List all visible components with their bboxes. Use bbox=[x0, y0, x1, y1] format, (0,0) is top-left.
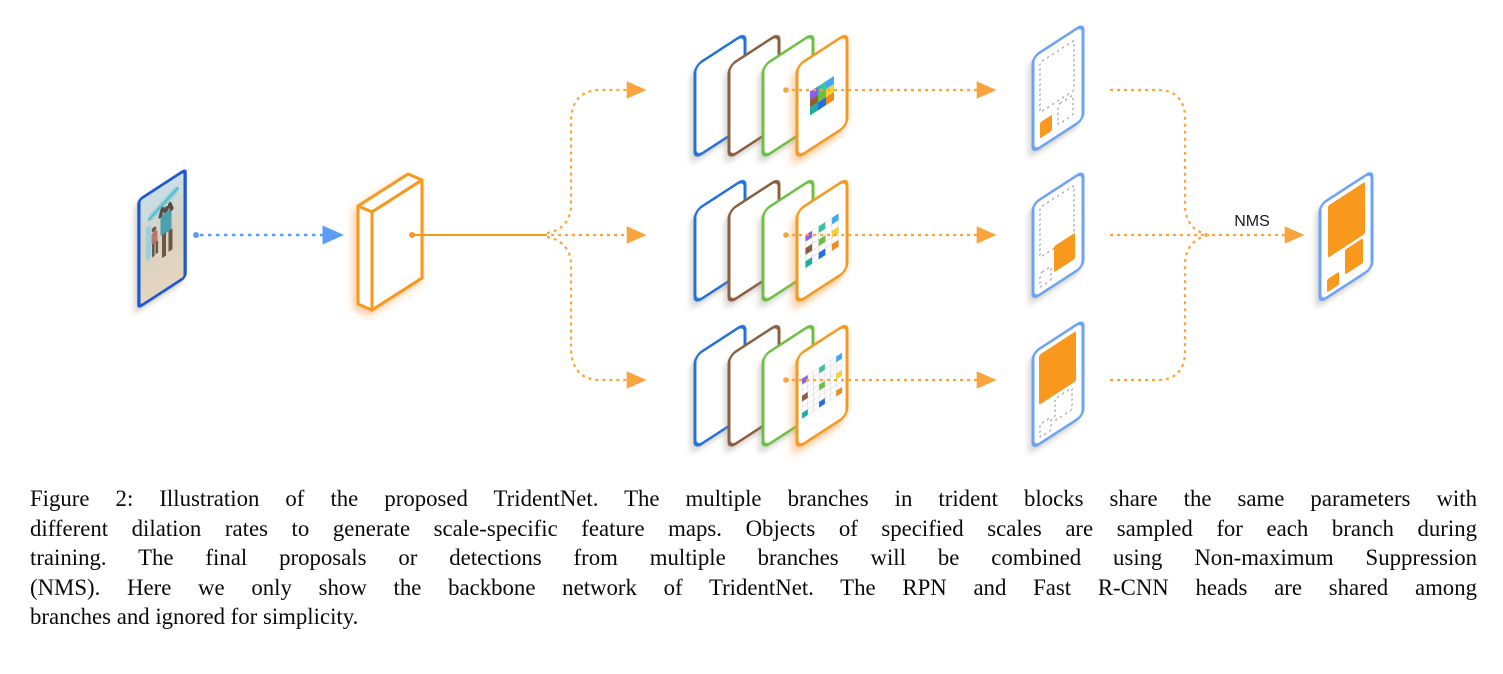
nms-merge-arrows: NMS bbox=[1110, 88, 1305, 382]
merge-line-top bbox=[1110, 88, 1210, 237]
branch-arrow-3 bbox=[783, 371, 997, 389]
large-object-detection bbox=[1039, 331, 1076, 405]
caption-line: different dilation rates to generate sca… bbox=[30, 515, 1477, 541]
input-to-backbone-arrow bbox=[193, 225, 344, 245]
backbone-output-line bbox=[409, 232, 547, 238]
beach-photo bbox=[140, 172, 184, 305]
detection-output-1 bbox=[1031, 25, 1085, 152]
backbone-block bbox=[356, 172, 424, 312]
final-small-detection bbox=[1327, 272, 1339, 292]
trident-split-arrows bbox=[546, 81, 647, 389]
trident-block-3 bbox=[693, 324, 849, 447]
medium-object-detection bbox=[1054, 233, 1075, 272]
final-large-detection bbox=[1328, 182, 1365, 258]
final-medium-detection bbox=[1345, 238, 1363, 275]
caption-line: Figure 2: Illustration of the proposed T… bbox=[30, 486, 1477, 511]
small-object-detection bbox=[1040, 115, 1052, 138]
feature-map-grid-3 bbox=[801, 352, 843, 420]
detection-output-2 bbox=[1031, 172, 1085, 299]
branch-arrow-1 bbox=[783, 81, 997, 99]
trident-block-2 bbox=[693, 179, 849, 302]
branch-arrow-2 bbox=[783, 226, 997, 244]
merge-line-bottom bbox=[1110, 233, 1210, 382]
trident-block-1 bbox=[693, 34, 849, 157]
tridentnet-diagram: NMS bbox=[137, 25, 1374, 448]
branch-arrows bbox=[783, 81, 997, 389]
caption-line: (NMS). Here we only show the backbone ne… bbox=[30, 574, 1477, 600]
figure-caption: Figure 2: Illustration of the proposed T… bbox=[30, 484, 1477, 632]
caption-line: training. The final proposals or detecti… bbox=[30, 545, 1477, 571]
detection-output-3 bbox=[1031, 321, 1085, 448]
caption-line: branches and ignored for simplicity. bbox=[30, 604, 359, 630]
nms-label: NMS bbox=[1234, 213, 1270, 230]
split-arrow-top bbox=[546, 81, 647, 235]
final-output bbox=[1318, 172, 1374, 302]
split-arrow-bottom bbox=[546, 235, 647, 389]
input-image bbox=[137, 169, 187, 308]
